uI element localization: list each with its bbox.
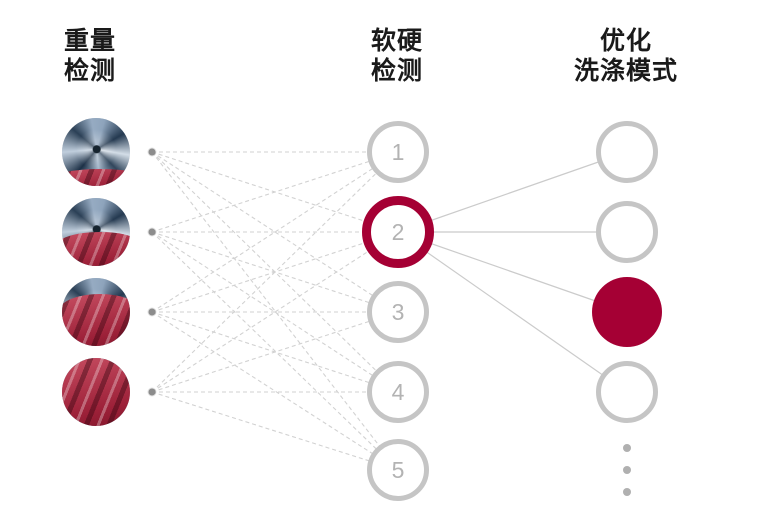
ellipsis-dot-3 xyxy=(623,488,631,496)
hidden-node-label: 5 xyxy=(391,456,405,483)
drum-photo-1 xyxy=(62,118,130,186)
connector-dot-1 xyxy=(148,148,156,156)
hidden-node-label: 3 xyxy=(391,298,405,325)
connector-dot-4 xyxy=(148,388,156,396)
column-title-weight-line1: 重量 xyxy=(64,27,117,55)
laundry-fabric xyxy=(62,358,130,426)
column-title-mode: 优化 洗涤模式 xyxy=(574,26,678,86)
laundry-fabric xyxy=(62,169,130,186)
column-title-softness: 软硬 检测 xyxy=(371,26,423,86)
hidden-node-2-highlighted: 2 xyxy=(362,196,434,268)
output-node-4 xyxy=(596,361,658,423)
laundry-fabric xyxy=(62,232,130,266)
ellipsis-dot-2 xyxy=(623,466,631,474)
dashed-edges xyxy=(151,151,399,471)
hidden-node-5: 5 xyxy=(367,439,429,501)
drum-photo-4 xyxy=(62,358,130,426)
hidden-node-label: 1 xyxy=(391,138,405,165)
connector-dot-3 xyxy=(148,308,156,316)
column-title-softness-line2: 检测 xyxy=(370,57,424,85)
laundry-fabric xyxy=(62,294,130,346)
hidden-node-3: 3 xyxy=(367,281,429,343)
hidden-node-1: 1 xyxy=(367,121,429,183)
output-node-3-selected xyxy=(592,277,662,347)
hidden-node-label: 4 xyxy=(391,378,405,405)
connector-dot-2 xyxy=(148,228,156,236)
column-title-mode-line2: 洗涤模式 xyxy=(573,57,679,85)
drum-photo-3 xyxy=(62,278,130,346)
hidden-node-label: 2 xyxy=(391,218,405,245)
column-title-weight: 重量 检测 xyxy=(64,26,116,86)
column-title-softness-line1: 软硬 xyxy=(370,27,424,55)
hidden-node-4: 4 xyxy=(367,361,429,423)
column-title-weight-line2: 检测 xyxy=(64,57,117,85)
drum-photo-2 xyxy=(62,198,130,266)
column-title-mode-line1: 优化 xyxy=(599,27,653,55)
output-node-2 xyxy=(596,201,658,263)
solid-edges xyxy=(397,151,628,393)
output-node-1 xyxy=(596,121,658,183)
ellipsis-dot-1 xyxy=(623,444,631,452)
